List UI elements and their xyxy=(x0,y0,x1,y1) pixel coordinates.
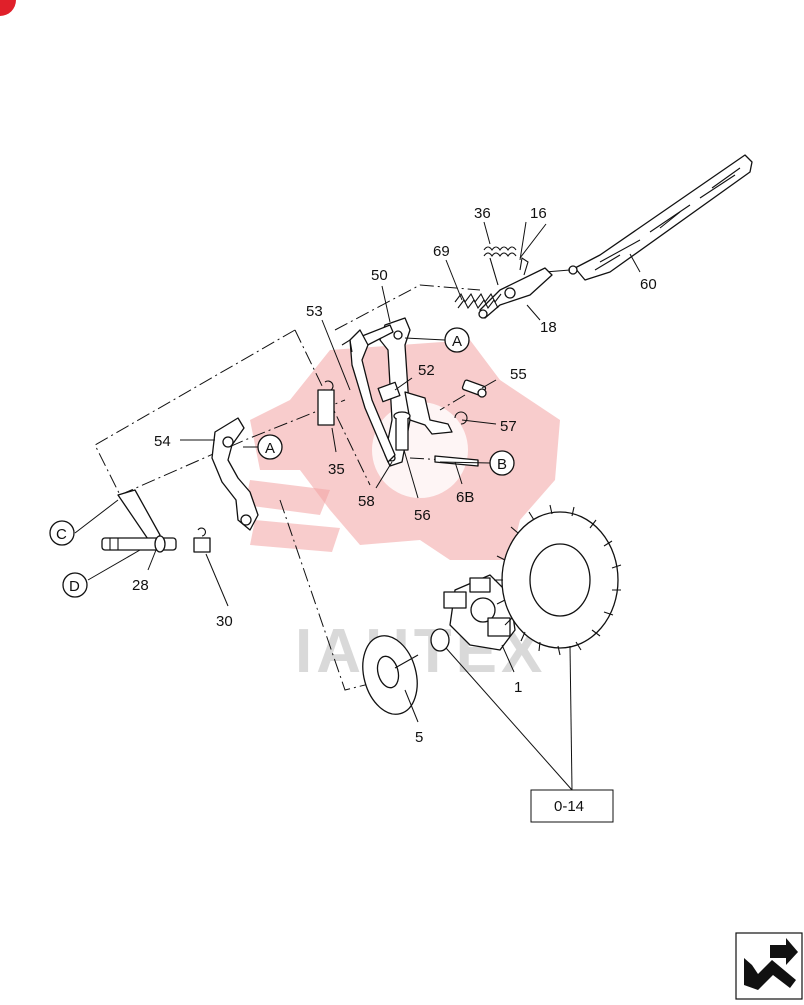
part-label-5: 5 xyxy=(415,729,423,746)
leader-lines xyxy=(74,221,641,791)
corner-badge xyxy=(0,0,16,16)
part-label-50: 50 xyxy=(371,267,388,284)
part-5-governor-disc xyxy=(362,635,419,715)
svg-text:A: A xyxy=(452,333,462,350)
callout-a-upper: A xyxy=(444,327,470,353)
part-28-shaft xyxy=(101,489,177,553)
return-arrow-icon[interactable] xyxy=(735,932,803,1000)
part-label-58: 58 xyxy=(358,493,375,510)
part-35-spring xyxy=(317,380,335,426)
part-53-lever xyxy=(341,329,396,463)
callout-a-lower: A xyxy=(257,434,283,460)
svg-text:B: B xyxy=(497,456,507,473)
part-label-18: 18 xyxy=(540,319,557,336)
svg-text:A: A xyxy=(265,440,275,457)
part-label-69: 69 xyxy=(433,243,450,260)
part-label-16: 16 xyxy=(530,205,547,222)
part-30-spring xyxy=(193,527,211,553)
part-label-6b: 6B xyxy=(456,489,474,506)
reference-box-text: 0-14 xyxy=(554,798,584,815)
part-label-52: 52 xyxy=(418,362,435,379)
part-label-54: 54 xyxy=(154,433,171,450)
reference-box[interactable]: 0-14 xyxy=(530,789,614,823)
part-6b-pin xyxy=(434,455,479,467)
part-1-weight-holder xyxy=(430,574,516,652)
part-52-block xyxy=(377,381,401,403)
part-label-30: 30 xyxy=(216,613,233,630)
part-36-spring xyxy=(483,246,517,286)
part-60-link-rod xyxy=(544,154,753,281)
svg-text:C: C xyxy=(56,526,67,543)
part-label-60: 60 xyxy=(640,276,657,293)
part-label-56: 56 xyxy=(414,507,431,524)
part-55-fitting xyxy=(461,379,487,398)
part-54-lever xyxy=(211,417,259,531)
callout-c: C xyxy=(49,520,75,546)
part-label-28: 28 xyxy=(132,577,149,594)
part-56-bolt xyxy=(393,411,411,451)
part-16-clip xyxy=(519,257,529,276)
part-label-1: 1 xyxy=(514,679,522,696)
callout-d: D xyxy=(62,572,88,598)
part-label-53: 53 xyxy=(306,303,323,320)
part-69-spring xyxy=(454,292,502,310)
part-label-36: 36 xyxy=(474,205,491,222)
gear-icon xyxy=(494,504,622,656)
svg-text:D: D xyxy=(69,578,80,595)
callout-b: B xyxy=(489,450,515,476)
part-57-snap-ring xyxy=(454,411,468,425)
part-label-55: 55 xyxy=(510,366,527,383)
part-label-57: 57 xyxy=(500,418,517,435)
part-label-35: 35 xyxy=(328,461,345,478)
part-18-lever xyxy=(478,267,553,319)
